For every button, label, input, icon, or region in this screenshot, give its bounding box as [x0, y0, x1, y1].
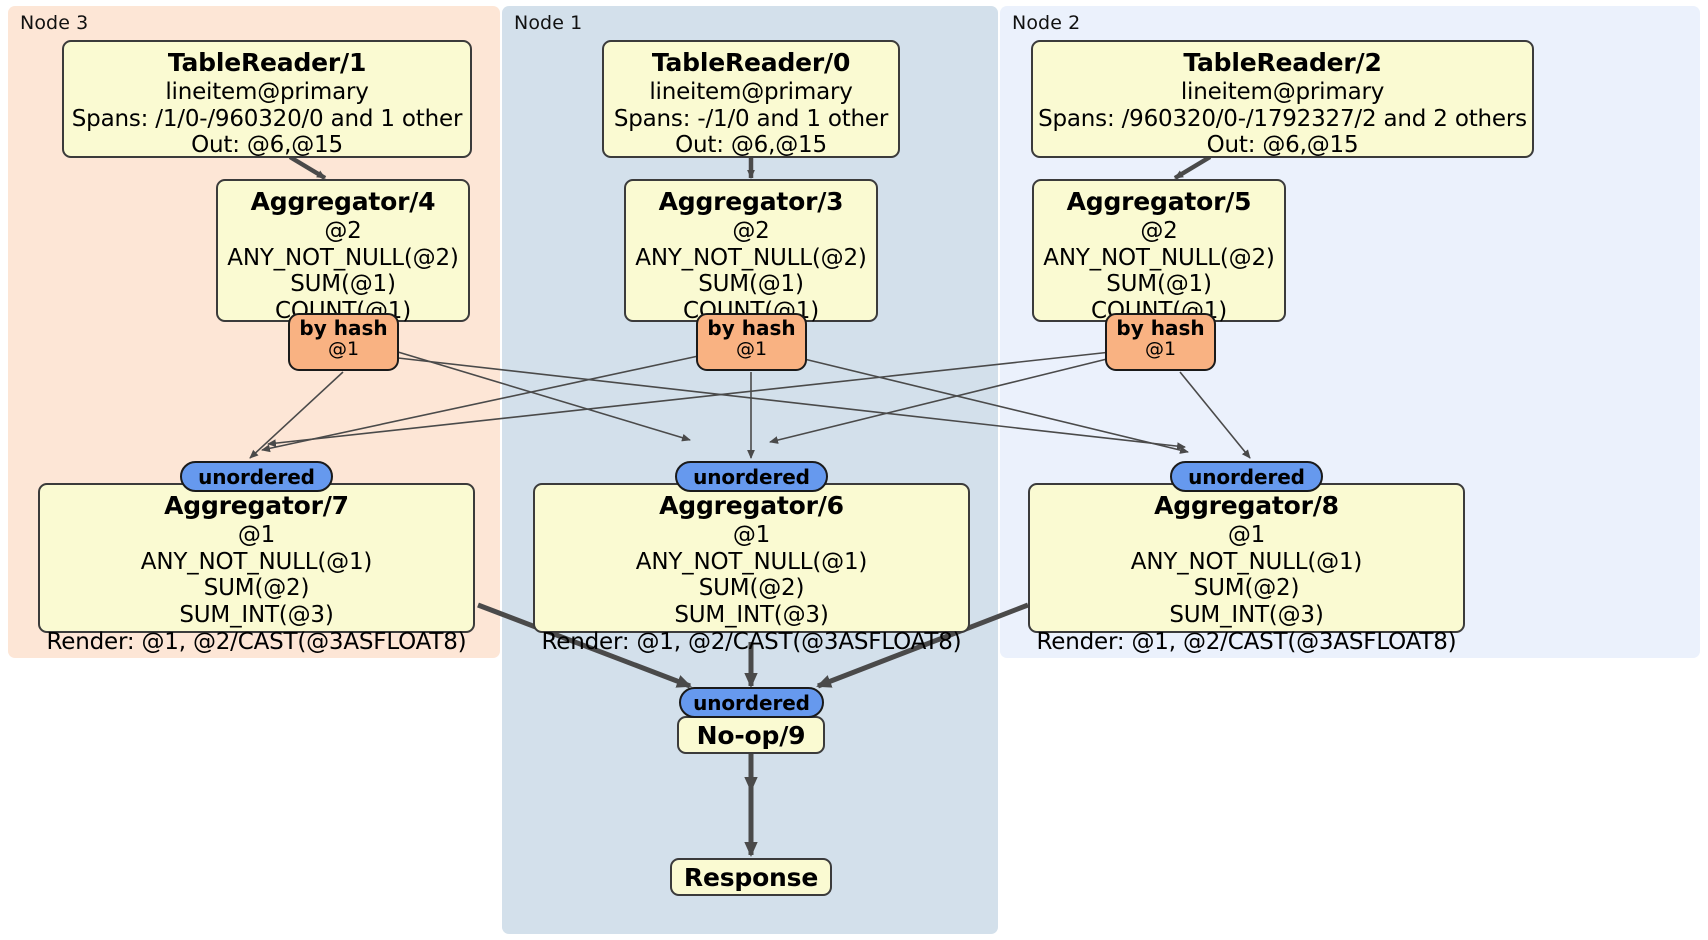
box-line: Spans: /1/0-/960320/0 and 1 other: [71, 105, 463, 132]
box-line: SUM(@1): [1106, 271, 1212, 298]
box-title: No-op/9: [696, 720, 806, 750]
processor-aggregator-6[interactable]: Aggregator/6 @1 ANY_NOT_NULL(@1) SUM(@2)…: [533, 483, 970, 655]
box-line: ANY_NOT_NULL(@2): [227, 244, 459, 271]
processor-noop-9[interactable]: No-op/9: [677, 716, 825, 754]
box-line: @1: [1227, 522, 1266, 548]
processor-table-reader-0[interactable]: TableReader/0 lineitem@primary Spans: -/…: [602, 40, 900, 158]
processor-table-reader-2[interactable]: TableReader/2 lineitem@primary Spans: /9…: [1031, 40, 1534, 158]
box-line: ANY_NOT_NULL(@1): [140, 548, 373, 575]
box-title: TableReader/2: [1183, 48, 1382, 77]
box-line: ANY_NOT_NULL(@1): [635, 548, 868, 575]
box-title: Aggregator/3: [658, 187, 844, 216]
router-by-hash-center[interactable]: by hash @1: [696, 313, 807, 371]
box-line: @2: [324, 218, 362, 244]
box-line: SUM(@2): [203, 575, 310, 602]
processor-response[interactable]: Response: [670, 858, 832, 896]
box-title: TableReader/1: [167, 48, 367, 77]
box-line: lineitem@primary: [649, 79, 853, 105]
processor-aggregator-8[interactable]: Aggregator/8 @1 ANY_NOT_NULL(@1) SUM(@2)…: [1028, 483, 1465, 655]
synchronizer-label: unordered: [1188, 464, 1305, 489]
router-label: by hash: [299, 316, 388, 340]
processor-aggregator-5[interactable]: Aggregator/5 @2 ANY_NOT_NULL(@2) SUM(@1)…: [1032, 179, 1286, 324]
box-line: Out: @6,@15: [675, 132, 827, 159]
router-detail: @1: [327, 338, 360, 361]
router-label: by hash: [1116, 316, 1205, 340]
processor-aggregator-3[interactable]: Aggregator/3 @2 ANY_NOT_NULL(@2) SUM(@1)…: [624, 179, 878, 324]
box-line: SUM(@1): [698, 271, 804, 298]
synchronizer-unordered-center[interactable]: unordered: [675, 461, 828, 492]
processor-aggregator-7[interactable]: Aggregator/7 @1 ANY_NOT_NULL(@1) SUM(@2)…: [38, 483, 475, 655]
box-line: Render: @1, @2/CAST(@3ASFLOAT8): [1036, 628, 1457, 655]
box-line: @2: [1140, 218, 1178, 244]
router-detail: @1: [1144, 338, 1177, 361]
synchronizer-unordered-final[interactable]: unordered: [679, 687, 824, 718]
box-line: ANY_NOT_NULL(@2): [635, 244, 867, 271]
box-line: Spans: /960320/0-/1792327/2 and 2 others: [1038, 105, 1527, 132]
box-line: @1: [237, 522, 276, 548]
box-line: ANY_NOT_NULL(@2): [1043, 244, 1275, 271]
processor-table-reader-1[interactable]: TableReader/1 lineitem@primary Spans: /1…: [62, 40, 472, 158]
box-line: lineitem@primary: [165, 79, 369, 105]
box-line: SUM(@1): [290, 271, 396, 298]
processor-aggregator-4[interactable]: Aggregator/4 @2 ANY_NOT_NULL(@2) SUM(@1)…: [216, 179, 470, 324]
box-line: ANY_NOT_NULL(@1): [1130, 548, 1363, 575]
box-title: Aggregator/8: [1154, 491, 1339, 520]
synchronizer-unordered-left[interactable]: unordered: [180, 461, 333, 492]
synchronizer-label: unordered: [693, 464, 810, 489]
node-label-node3: Node 3: [20, 12, 89, 34]
box-line: SUM_INT(@3): [1169, 602, 1324, 629]
box-title: TableReader/0: [651, 48, 851, 77]
box-line: @2: [732, 218, 770, 244]
box-title: Response: [683, 862, 819, 892]
box-line: Out: @6,@15: [1206, 132, 1359, 159]
box-line: SUM(@2): [698, 575, 805, 602]
node-label-node1: Node 1: [514, 12, 583, 34]
box-line: Out: @6,@15: [191, 132, 343, 159]
box-title: Aggregator/4: [250, 187, 436, 216]
box-line: @1: [732, 522, 771, 548]
synchronizer-label: unordered: [198, 464, 315, 489]
box-title: Aggregator/7: [164, 491, 349, 520]
node-label-node2: Node 2: [1012, 12, 1081, 34]
box-line: Spans: -/1/0 and 1 other: [613, 105, 889, 132]
box-line: SUM(@2): [1193, 575, 1300, 602]
router-by-hash-left[interactable]: by hash @1: [288, 313, 399, 371]
box-title: Aggregator/6: [659, 491, 844, 520]
box-line: SUM_INT(@3): [674, 602, 829, 629]
router-label: by hash: [707, 316, 796, 340]
box-line: SUM_INT(@3): [179, 602, 334, 629]
box-line: lineitem@primary: [1180, 79, 1385, 105]
box-line: Render: @1, @2/CAST(@3ASFLOAT8): [46, 628, 467, 655]
synchronizer-unordered-right[interactable]: unordered: [1170, 461, 1323, 492]
router-by-hash-right[interactable]: by hash @1: [1105, 313, 1216, 371]
box-line: Render: @1, @2/CAST(@3ASFLOAT8): [541, 628, 962, 655]
router-detail: @1: [735, 338, 768, 361]
box-title: Aggregator/5: [1066, 187, 1252, 216]
synchronizer-label: unordered: [693, 690, 810, 715]
